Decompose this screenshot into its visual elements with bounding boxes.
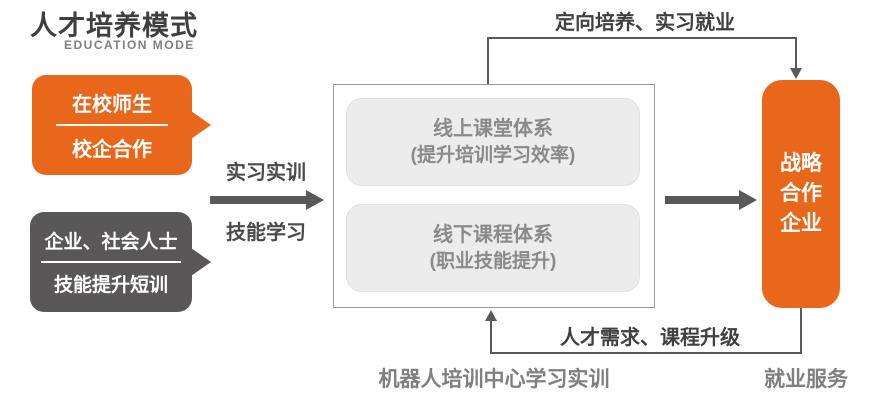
- top-connector-right-segment: [795, 37, 797, 69]
- arrow-left-to-center-body: [210, 196, 306, 204]
- bottom-connector-right-segment: [800, 308, 802, 354]
- page-title: 人才培养模式: [30, 11, 198, 41]
- top-connector-arrowhead-icon: [790, 68, 802, 79]
- strategic-partner-line2: 合作: [780, 182, 822, 205]
- bubble-school-line1: 在校师生: [72, 94, 152, 116]
- bubble-enterprise-pointer: [191, 248, 211, 276]
- bottom-connector-left-segment: [490, 321, 492, 352]
- page-subtitle: EDUCATION MODE: [64, 38, 195, 52]
- training-center-caption: 机器人培训中心学习实训: [378, 368, 610, 391]
- bubble-school-line2: 校企合作: [72, 139, 152, 161]
- strategic-partner-node: 战略 合作 企业: [762, 80, 840, 308]
- offline-course-title: 线下课程体系: [433, 223, 553, 246]
- top-flow-label: 定向培养、实习就业: [555, 12, 735, 34]
- bubble-enterprise-line2: 技能提升短训: [53, 275, 168, 296]
- training-center-box: 线上课堂体系 (提升培训学习效率) 线下课程体系 (职业技能提升): [333, 84, 655, 308]
- bubble-enterprise: 企业、社会人士 技能提升短训: [30, 212, 211, 312]
- online-course-subtitle: (提升培训学习效率): [410, 144, 576, 166]
- strategic-partner-line3: 企业: [780, 212, 822, 235]
- employment-service-caption: 就业服务: [764, 368, 848, 391]
- bottom-flow-label: 人才需求、课程升级: [560, 327, 740, 349]
- bubble-enterprise-line1: 企业、社会人士: [44, 232, 178, 253]
- online-course-title: 线上课堂体系: [433, 117, 553, 140]
- arrow-left-to-center-head: [306, 190, 324, 210]
- bottom-connector-horizontal-segment: [490, 352, 802, 354]
- offline-course-item: 线下课程体系 (职业技能提升): [346, 204, 640, 292]
- mid-arrow-bottom-label: 技能学习: [226, 222, 306, 244]
- bubble-school-divider: [56, 124, 168, 126]
- mid-arrow-top-label: 实习实训: [226, 162, 306, 184]
- arrow-center-to-right-head: [739, 190, 757, 210]
- bubble-school-pointer: [191, 111, 211, 139]
- top-connector-horizontal-segment: [487, 37, 797, 39]
- top-connector-left-segment: [487, 37, 489, 84]
- arrow-center-to-right-body: [665, 196, 739, 204]
- online-course-item: 线上课堂体系 (提升培训学习效率): [346, 98, 640, 186]
- bubble-school: 在校师生 校企合作: [32, 75, 211, 175]
- bubble-enterprise-divider: [41, 261, 181, 263]
- strategic-partner-line1: 战略: [780, 152, 822, 175]
- offline-course-subtitle: (职业技能提升): [429, 250, 557, 272]
- bottom-connector-arrowhead-icon: [485, 310, 497, 321]
